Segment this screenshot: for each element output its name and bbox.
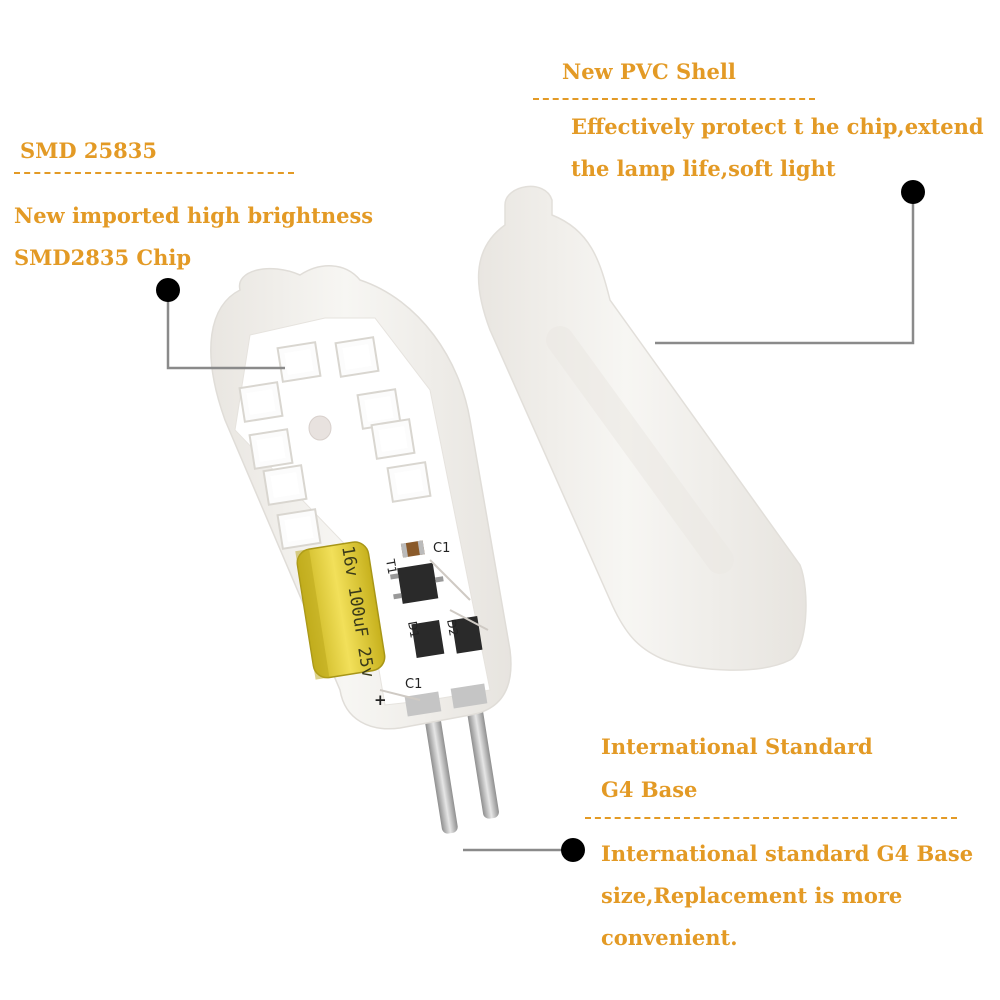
chip-annotation-line1: New imported high brightness [14,203,374,228]
t1-label: T1 [383,557,400,575]
d2-component [451,616,483,654]
led-bulb: 16v 100uF 25v C1 T1 D1 D2 C1 + [210,265,512,834]
d1-component [411,620,445,658]
base-annotation-line3: convenient. [601,925,738,950]
t1-component [389,562,444,604]
shell-annotation-line2: the lamp life,soft light [571,156,836,181]
chip-pointer [156,278,285,370]
shell-annotation-line1: Effectively protect t he chip,extend [571,114,984,139]
base-annotation-line2: size,Replacement is more [601,883,903,908]
d2-label: D2 [444,618,461,637]
base-annotation-divider [585,817,957,819]
chip-annotation-title: SMD 25835 [20,138,157,163]
base-pointer [463,838,585,862]
pcb-mount-hole [308,415,332,441]
shell-annotation-divider [533,98,815,100]
c1-bottom-label: C1 [405,677,422,692]
shell-pointer [655,180,925,345]
base-annotation-line1: International standard G4 Base [601,841,974,866]
polarity-label: + [374,691,387,709]
shell-annotation-title: New PVC Shell [562,59,736,84]
chip-annotation-line2: SMD2835 Chip [14,245,192,270]
base-annotation-title2: G4 Base [601,777,698,802]
g4-pin-left [420,689,458,834]
d1-label: D1 [405,620,422,639]
c1-smd-top [400,540,425,558]
chip-annotation-divider [14,172,294,174]
base-annotation-title1: International Standard [601,734,873,759]
pvc-shell [477,185,807,671]
c1-top-label: C1 [433,541,450,556]
electrolytic-capacitor: 16v 100uF 25v [295,541,386,680]
